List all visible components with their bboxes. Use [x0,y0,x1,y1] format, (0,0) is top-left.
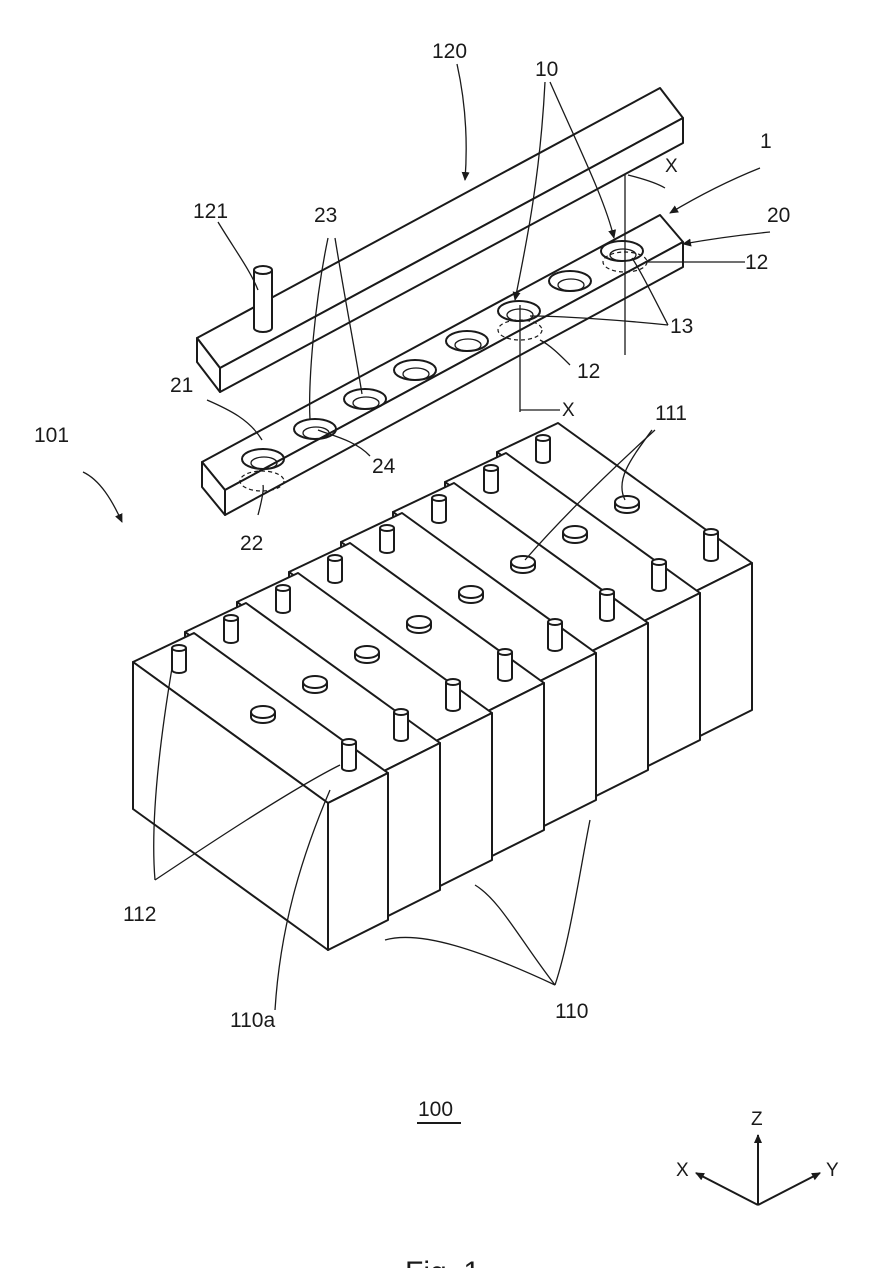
figure-caption: Fig. 1 [405,1256,480,1268]
pin [380,525,394,553]
label-1: 1 [760,130,772,153]
axis-triad: Z X Y [676,1109,839,1205]
label-110a: 110a [230,1009,275,1032]
label-111: 111 [655,402,687,425]
label-23: 23 [314,204,337,227]
label-101: 101 [34,424,69,447]
terminal-disc [251,706,275,723]
label-121: 121 [193,200,228,223]
axis-x-label: X [676,1160,689,1181]
label-x-lower: X [562,400,575,421]
terminal-disc [511,556,535,573]
pin [704,529,718,561]
pin [536,435,550,463]
pin [548,619,562,651]
pin [484,465,498,493]
pin [172,645,186,673]
label-110: 110 [555,1000,588,1023]
pin-121 [254,266,272,332]
pin [328,555,342,583]
label-x-upper: X [665,156,678,177]
pin [276,585,290,613]
label-21: 21 [170,374,193,397]
label-13: 13 [670,315,693,338]
label-20: 20 [767,204,790,227]
label-10: 10 [535,58,558,81]
pin [394,709,408,741]
pin [432,495,446,523]
pin [600,589,614,621]
axis-z-label: Z [751,1109,763,1130]
pin [224,615,238,643]
label-112: 112 [123,903,156,926]
y-axis-arrow [758,1173,820,1205]
axis-y-label: Y [826,1160,839,1181]
label-22: 22 [240,532,263,555]
label-12-lower: 12 [577,360,600,383]
terminal-disc [615,496,639,513]
pin [446,679,460,711]
label-120: 120 [432,40,467,63]
x-axis-arrow [696,1173,758,1205]
label-12-upper: 12 [745,251,768,274]
pin [342,739,356,771]
pin [498,649,512,681]
terminal-disc [303,676,327,693]
terminal-disc [459,586,483,603]
assembly-reference: 100 [418,1098,453,1121]
terminal-disc [407,616,431,633]
pin [652,559,666,591]
terminal-disc [355,646,379,663]
terminal-disc [563,526,587,543]
label-24: 24 [372,455,396,478]
